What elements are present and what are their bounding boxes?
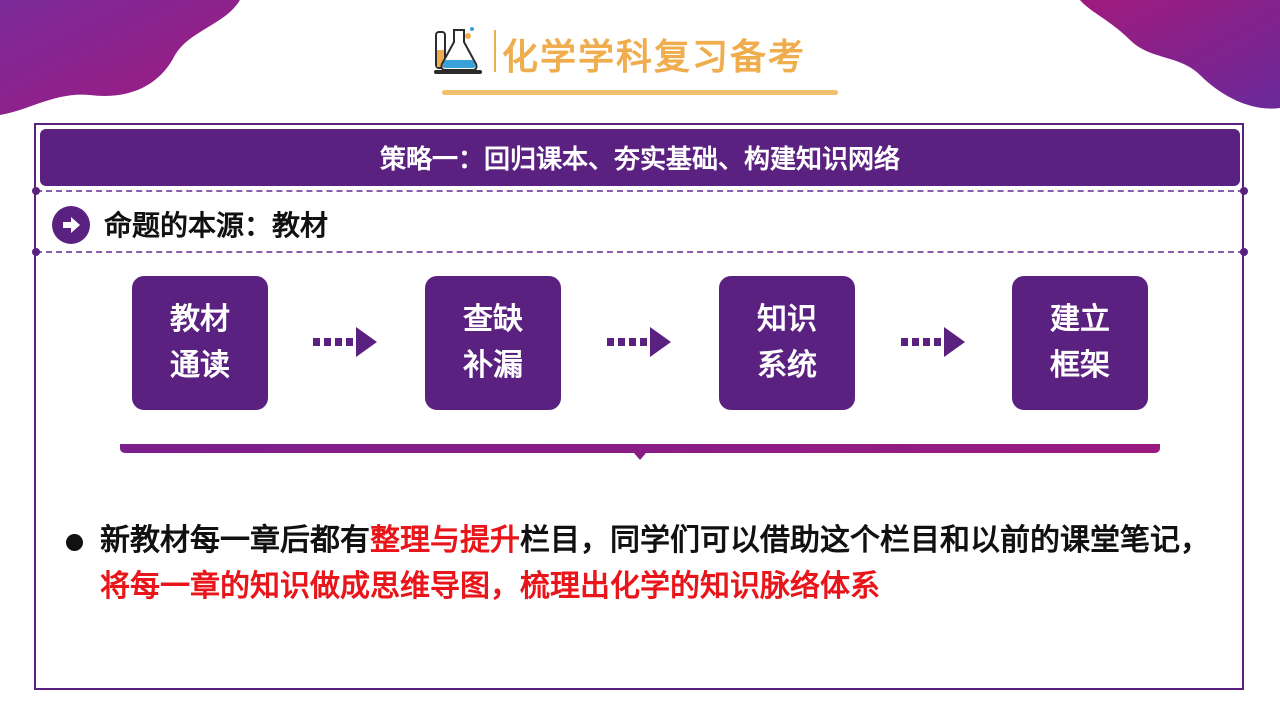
divider-dot [1240,187,1248,195]
step-label-line1: 知识 [757,302,817,337]
content-frame [34,123,1244,690]
title-underline [442,90,838,95]
step-label-line1: 建立 [1050,302,1110,337]
step-label-line2: 框架 [1050,348,1110,383]
subsection-title: 命题的本源：教材 [104,209,329,242]
corner-blob-left [0,0,240,115]
chemistry-flask-icon [434,27,482,74]
step-label-line1: 查缺 [463,302,523,337]
paragraph-highlight: 整理与提升 [370,523,520,558]
corner-blob-right [1080,0,1280,109]
step-label-line2: 补漏 [463,348,523,383]
strategy-banner: 策略一：回归课本、夯实基础、构建知识网络 [40,129,1240,186]
divider-dashed-top [36,190,1244,192]
divider-dot [32,248,40,256]
bracket-bar [120,444,1160,460]
paragraph-text: 新教材每一章后都有 [100,523,370,558]
step-label-line1: 教材 [170,302,230,337]
divider-dot [1240,248,1248,256]
divider-dashed-bottom [36,251,1244,253]
step-card-systematize-knowledge: 知识 系统 [719,276,855,410]
dotted-arrow-icon [607,327,671,357]
bullet-paragraph: 新教材每一章后都有整理与提升栏目，同学们可以借助这个栏目和以前的课堂笔记， 将每一… [100,518,1230,610]
arrow-right-circle-icon [52,206,90,244]
step-label-line2: 系统 [757,348,817,383]
header: 化学学科复习备考 [430,22,850,95]
dotted-arrow-icon [313,327,377,357]
step-card-build-framework: 建立 框架 [1012,276,1148,410]
page-title: 化学学科复习备考 [502,37,807,78]
dotted-arrow-icon [901,327,965,357]
paragraph-text: 栏目，同学们可以借助这个栏目和以前的课堂笔记， [520,523,1210,558]
title-divider [494,30,496,72]
step-card-fill-gaps: 查缺 补漏 [425,276,561,410]
paragraph-highlight: 将每一章的知识做成思维导图，梳理出化学的知识脉络体系 [100,569,880,604]
bullet-dot [66,534,83,551]
divider-dot [32,187,40,195]
step-card-textbook-reading: 教材 通读 [132,276,268,410]
step-label-line2: 通读 [170,348,230,383]
